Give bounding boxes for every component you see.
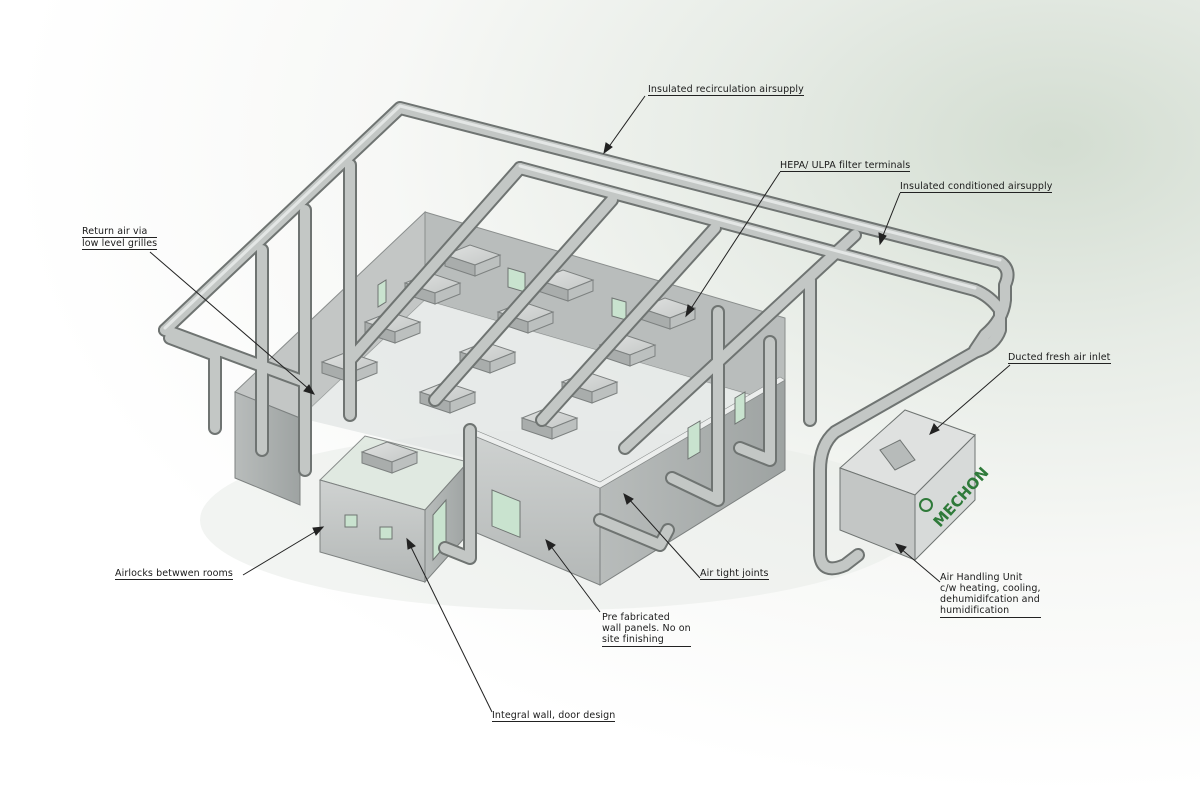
- leader-line: [934, 364, 1011, 431]
- callout-wall-panels: Pre fabricated wall panels. No on site f…: [602, 612, 691, 647]
- leader-line: [149, 251, 311, 391]
- logo-gear-icon: [919, 498, 933, 512]
- callout-text: c/w heating, cooling,: [940, 583, 1041, 594]
- arrowhead: [303, 384, 316, 395]
- callout-airtight-joints: Air tight joints: [700, 568, 769, 580]
- arrowhead: [603, 142, 613, 155]
- leader-line: [627, 497, 701, 579]
- arrowhead: [878, 232, 887, 246]
- callout-conditioned-supply: Insulated conditioned airsupply: [900, 181, 1053, 193]
- callout-return-air: Return air via low level grilles: [82, 226, 158, 250]
- window: [377, 279, 387, 308]
- callout-text: Air tight joints: [700, 568, 769, 580]
- duct-highlight: [163, 104, 1002, 330]
- arrowhead: [929, 423, 940, 435]
- duct-network: [158, 101, 1015, 576]
- callout-integral-design: Integral wall, door design: [492, 710, 616, 722]
- window: [734, 391, 746, 425]
- callout-text: site finishing: [602, 634, 691, 647]
- leader-line: [607, 95, 646, 149]
- callout-fresh-air-inlet: Ducted fresh air inlet: [1008, 352, 1111, 364]
- leader-line: [899, 547, 941, 583]
- filter-terminal: [360, 441, 419, 474]
- callout-text: Ducted fresh air inlet: [1008, 352, 1111, 364]
- window: [491, 489, 521, 539]
- leader-line: [409, 544, 493, 713]
- leader-line: [242, 529, 319, 576]
- arrowhead: [406, 537, 416, 550]
- ahu-hopper: [879, 439, 916, 471]
- arrowhead: [545, 538, 556, 551]
- leader-lines: [149, 95, 1011, 713]
- air-handling-unit: MECHON: [839, 409, 993, 562]
- arrowhead: [894, 543, 907, 554]
- window: [611, 297, 627, 321]
- callout-air-handling-unit: Air Handling Unit c/w heating, cooling, …: [940, 572, 1041, 618]
- callout-hepa-filters: HEPA/ ULPA filter terminals: [780, 160, 911, 172]
- window: [379, 526, 393, 540]
- callout-text: Air Handling Unit: [940, 572, 1023, 583]
- callout-text: wall panels. No on: [602, 623, 691, 634]
- callout-text: dehumidifcation and: [940, 594, 1040, 605]
- arrowhead: [685, 304, 695, 318]
- callout-airlocks: Airlocks betwwen rooms: [115, 568, 233, 580]
- leader-line: [549, 544, 601, 613]
- airlock-room: [319, 435, 469, 584]
- arrowhead: [312, 526, 325, 536]
- callout-recirculation-supply: Insulated recirculation airsupply: [648, 84, 804, 96]
- callout-text: Return air via: [82, 226, 158, 238]
- callout-text: HEPA/ ULPA filter terminals: [780, 160, 911, 172]
- arrowhead: [623, 492, 634, 505]
- duct-body: [160, 103, 1013, 574]
- window: [687, 420, 701, 460]
- callout-text: Integral wall, door design: [492, 710, 616, 722]
- callout-text: Airlocks betwwen rooms: [115, 568, 233, 580]
- window: [344, 514, 358, 528]
- callout-text: low level grilles: [82, 238, 158, 250]
- leader-line: [689, 171, 781, 311]
- leader-line: [881, 192, 901, 239]
- callout-text: Pre fabricated: [602, 612, 670, 623]
- callout-text: Insulated conditioned airsupply: [900, 181, 1053, 193]
- ahu-side: [914, 433, 976, 562]
- callout-text: humidification: [940, 605, 1041, 618]
- callout-text: Insulated recirculation airsupply: [648, 84, 804, 96]
